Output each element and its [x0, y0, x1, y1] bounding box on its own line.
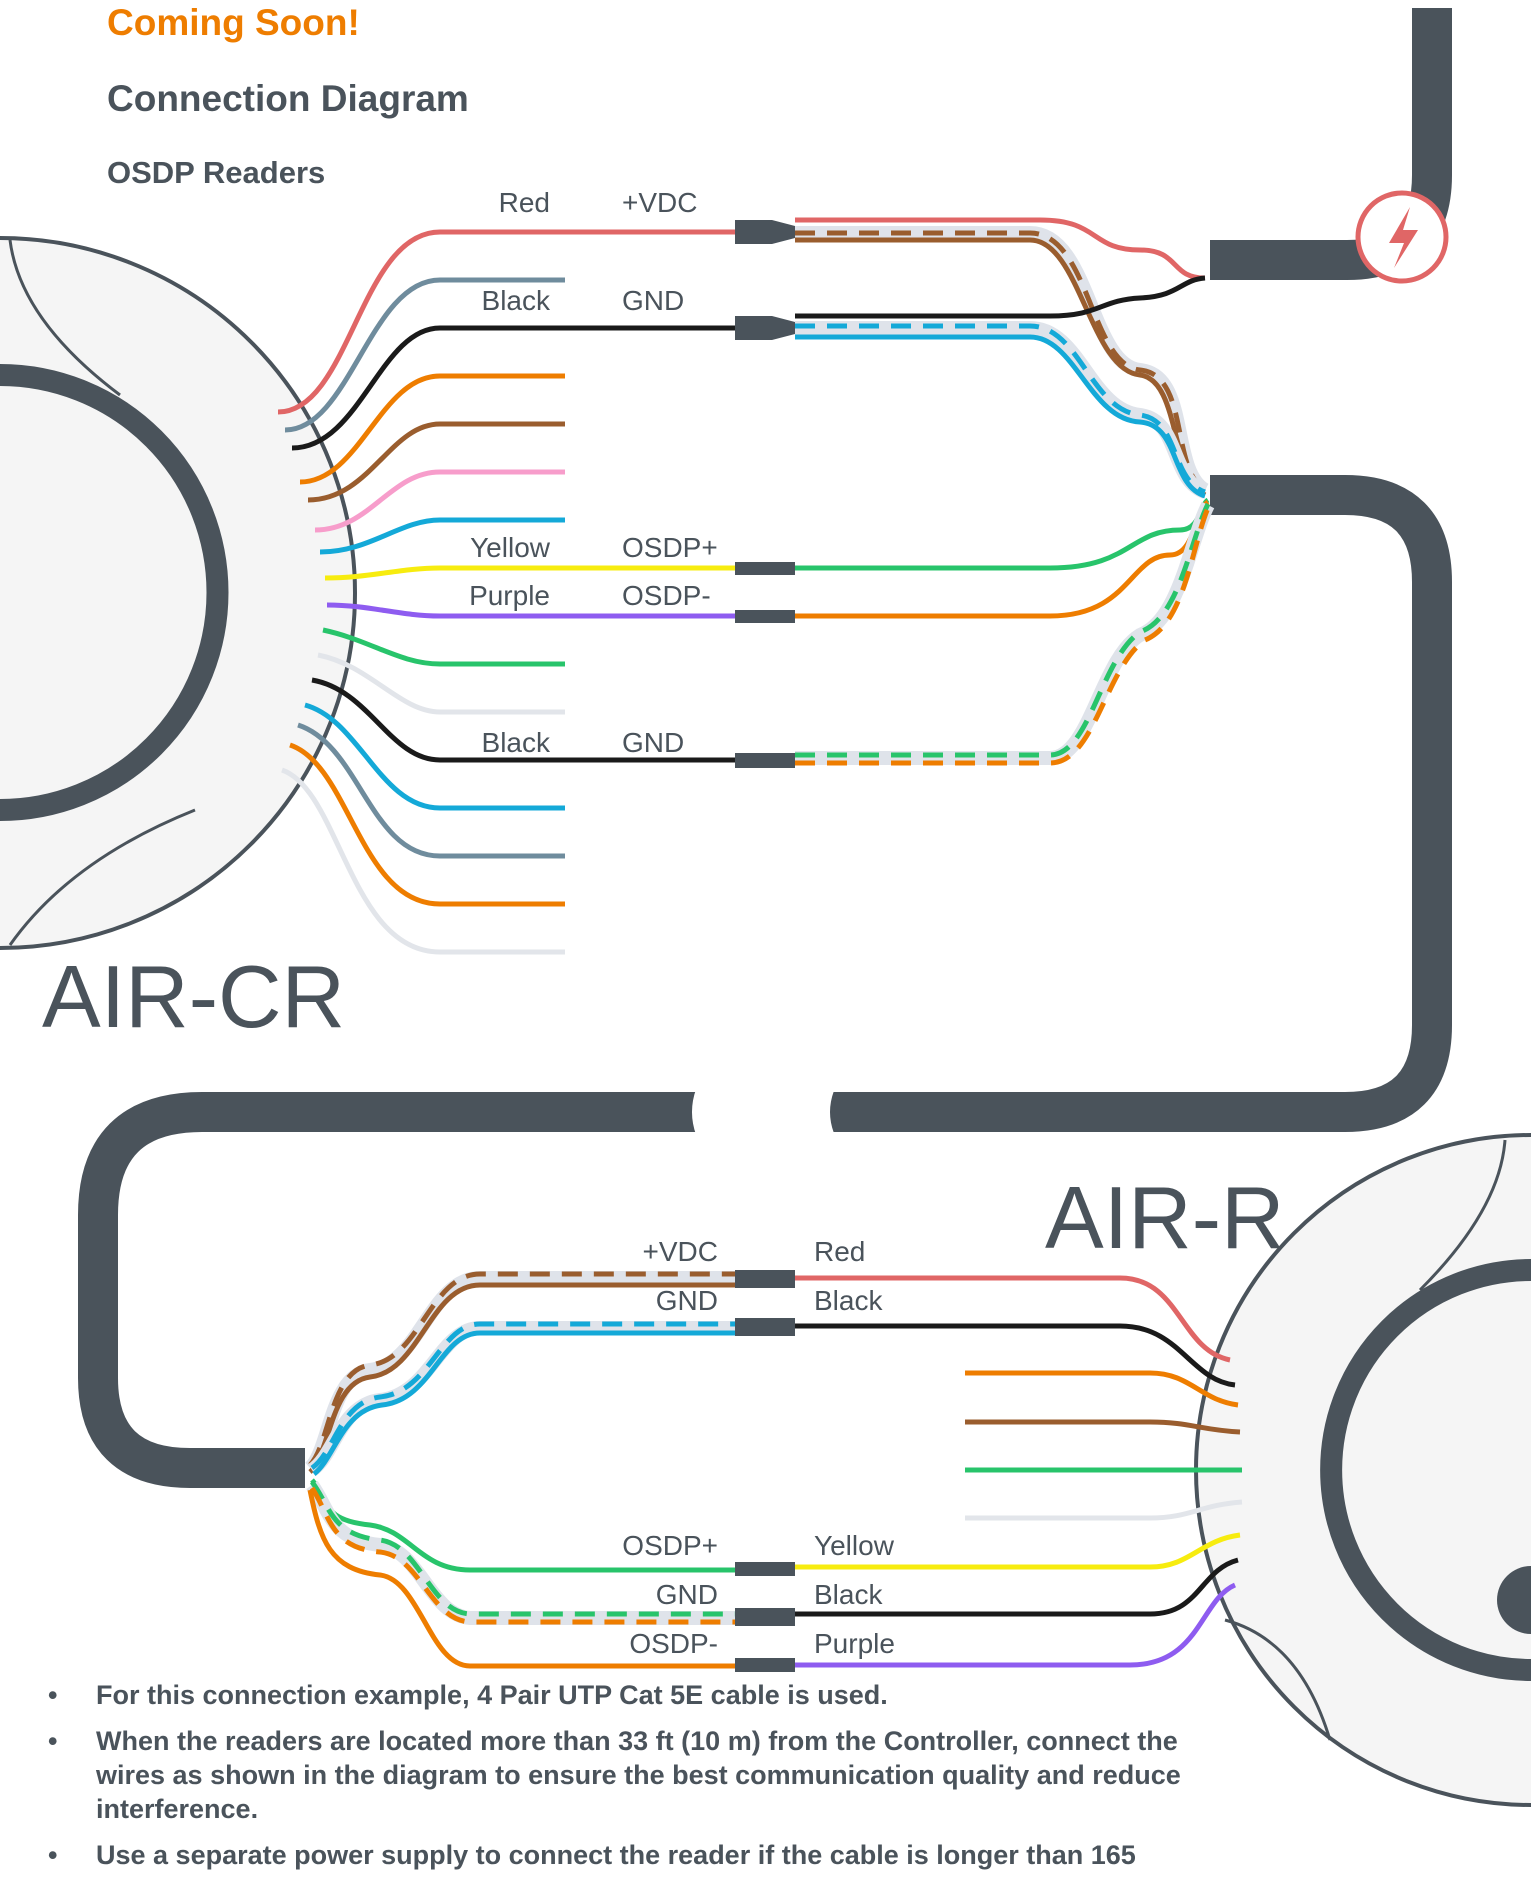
- r-color-1: Red: [814, 1236, 865, 1267]
- wire-blue-1: [319, 517, 565, 555]
- air-r-connectors: [735, 1270, 795, 1672]
- r-signal-5: OSDP-: [629, 1628, 718, 1659]
- wire-grayblue: [284, 277, 565, 433]
- section-subtitle: OSDP Readers: [107, 155, 326, 190]
- power-supply-icon: [1355, 190, 1449, 284]
- cr-signal-5: GND: [622, 727, 684, 758]
- r-signal-3: OSDP+: [622, 1530, 718, 1561]
- wire-red: [277, 229, 735, 415]
- wire-grayblue-2: [297, 722, 565, 859]
- note-item: Use a separate power supply to connect t…: [48, 1838, 1228, 1872]
- r-color-2: Black: [814, 1285, 883, 1316]
- r-color-3: Yellow: [814, 1530, 895, 1561]
- power-red: [795, 217, 1206, 281]
- controller-name: AIR-CR: [42, 947, 345, 1046]
- wire-black: [291, 325, 735, 451]
- cable-break-left: [692, 1088, 704, 1136]
- power-black: [795, 275, 1206, 319]
- cr-signal-2: GND: [622, 285, 684, 316]
- cr-color-4: Purple: [469, 580, 550, 611]
- air-cr-connectors: [735, 220, 795, 768]
- notes-list: For this connection example, 4 Pair UTP …: [48, 1678, 1228, 1884]
- coming-soon-heading: Coming Soon!: [107, 2, 360, 43]
- air-r-device: [1194, 1133, 1531, 1807]
- air-cr-device: [0, 236, 357, 950]
- wire-brown: [307, 421, 565, 503]
- cr-color-1: Red: [499, 187, 550, 218]
- wire-white: [317, 652, 565, 715]
- r-signal-1: +VDC: [643, 1236, 718, 1267]
- cr-color-5: Black: [482, 727, 551, 758]
- reader-name: AIR-R: [1045, 1168, 1285, 1267]
- main-cat5-cable-right: [830, 475, 1452, 1132]
- wire-pink: [314, 469, 565, 533]
- cr-signal-1: +VDC: [622, 187, 697, 218]
- cr-signal-3: OSDP+: [622, 532, 718, 563]
- cr-color-2: Black: [482, 285, 551, 316]
- lightning-bolt-icon: [1389, 207, 1418, 268]
- air-cr-twisted-pairs: [795, 217, 1215, 766]
- note-item: When the readers are located more than 3…: [48, 1724, 1228, 1826]
- wire-black-2: [311, 677, 735, 763]
- air-cr-wires: [277, 229, 735, 955]
- cr-signal-4: OSDP-: [622, 580, 711, 611]
- r-signal-4: GND: [656, 1579, 718, 1610]
- page-title: Connection Diagram: [107, 78, 469, 119]
- wire-green: [322, 627, 565, 667]
- wire-yellow: [324, 565, 735, 581]
- air-cr-labels: Red +VDC Black GND Yellow OSDP+ Purple O…: [469, 187, 718, 758]
- air-r-twisted-pairs: [304, 1271, 735, 1669]
- cr-color-3: Yellow: [470, 532, 551, 563]
- air-r-wires: [795, 1275, 1243, 1668]
- r-color-5: Purple: [814, 1628, 895, 1659]
- main-cat5-cable-left: [78, 1092, 700, 1488]
- r-signal-2: GND: [656, 1285, 718, 1316]
- r-color-4: Black: [814, 1579, 883, 1610]
- wire-orange-1: [299, 373, 565, 485]
- wire-blue-2: [304, 702, 565, 811]
- note-item: For this connection example, 4 Pair UTP …: [48, 1678, 1228, 1712]
- wire-white-2: [281, 767, 565, 955]
- wire-purple: [326, 602, 735, 619]
- wire-orange-2: [289, 742, 565, 907]
- cable-break-right: [822, 1088, 834, 1136]
- air-r-labels: +VDC Red GND Black OSDP+ Yellow GND Blac…: [622, 1236, 895, 1659]
